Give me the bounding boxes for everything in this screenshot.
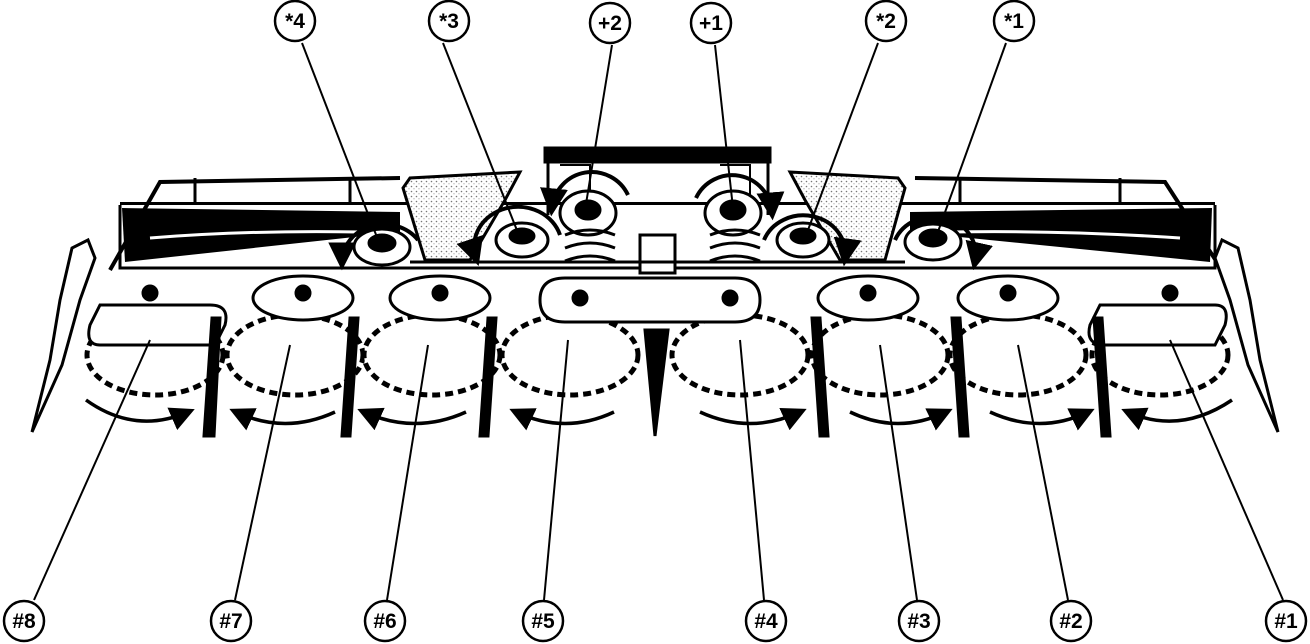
rotor-units — [84, 274, 1231, 398]
callouts-bottom: #8 #7 #6 #5 #4 #3 #2 #1 — [2, 599, 1308, 643]
callout-star-3: *3 — [427, 0, 471, 43]
rotor-5 — [499, 312, 641, 398]
callout-label: +2 — [598, 12, 622, 35]
callout-hash-5: #5 — [521, 599, 565, 643]
rotor-4 — [669, 312, 811, 398]
callout-label: #7 — [219, 610, 242, 633]
callout-star-4: *4 — [273, 0, 317, 43]
machine-frame — [108, 146, 1224, 275]
callout-label: *3 — [439, 10, 459, 33]
rotor-6 — [361, 274, 503, 398]
callout-label: #8 — [12, 610, 36, 633]
callout-hash-6: #6 — [363, 599, 407, 643]
callout-label: #4 — [754, 610, 778, 633]
callout-hash-2: #2 — [1049, 599, 1093, 643]
callout-label: #5 — [531, 610, 555, 633]
callout-hash-1: #1 — [1264, 599, 1308, 643]
rotor-1 — [1087, 284, 1231, 398]
callout-star-1: *1 — [992, 0, 1036, 43]
callout-hash-7: #7 — [209, 599, 253, 643]
callout-label: #1 — [1274, 610, 1298, 633]
rotor-rotation-arrows — [84, 398, 1233, 431]
callout-label: #3 — [907, 610, 930, 633]
callout-label: #2 — [1059, 610, 1082, 633]
center-link-bar — [538, 276, 762, 324]
leader-lines — [33, 42, 1284, 601]
callout-label: *1 — [1004, 10, 1024, 33]
callout-label: #6 — [373, 610, 396, 633]
callout-label: *4 — [285, 10, 305, 33]
callout-hash-8: #8 — [2, 599, 46, 643]
callout-label: +1 — [699, 12, 723, 35]
callouts-top: *4 *3 +2 +1 *2 *1 — [273, 0, 1036, 45]
rotor-8 — [84, 284, 228, 398]
rotor-7 — [224, 274, 366, 398]
callout-plus-1: +1 — [689, 1, 733, 45]
crop-dividers — [30, 237, 1280, 438]
callout-star-2: *2 — [864, 0, 908, 43]
rotor-3 — [809, 274, 951, 398]
callout-label: *2 — [876, 10, 896, 33]
callout-plus-2: +2 — [588, 1, 632, 45]
callout-hash-3: #3 — [897, 599, 941, 643]
rotor-2 — [947, 274, 1089, 398]
callout-hash-4: #4 — [744, 599, 788, 643]
